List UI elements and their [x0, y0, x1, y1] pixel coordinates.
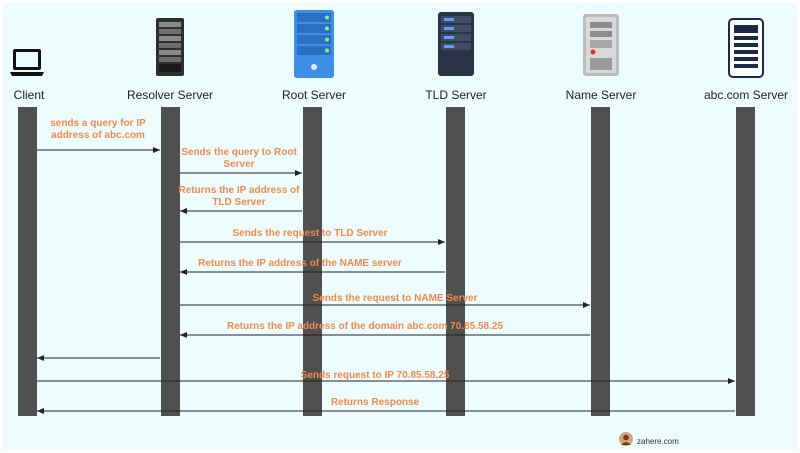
lifeline-abc [736, 107, 755, 416]
author-avatar-icon [619, 432, 633, 451]
lifeline-name [591, 107, 610, 416]
message-label-10: Returns Response [330, 397, 420, 408]
dark-server-icon [438, 12, 474, 81]
actor-label-tld: TLD Server [425, 88, 487, 102]
message-label-1: sends a query for IP address of abc.com [50, 118, 146, 141]
message-label-9: Sends request to IP 70.85.58.25 [300, 370, 450, 381]
tower-server-icon [583, 14, 619, 81]
actor-label-client: Client [13, 88, 45, 102]
message-label-2: Sends the query to Root Server [181, 147, 297, 170]
lifeline-root [303, 107, 322, 416]
lifeline-resolver [161, 107, 180, 416]
lifeline-tld [446, 107, 465, 416]
brand-text: zahere.com [637, 437, 679, 446]
blue-server-icon [294, 10, 334, 83]
diagram-background [3, 3, 797, 450]
actor-label-root: Root Server [281, 88, 347, 102]
actor-label-abc: abc.com Server [703, 88, 789, 102]
message-label-3: Returns the IP address of TLD Server [178, 185, 300, 208]
message-label-5: Returns the IP address of the NAME serve… [198, 258, 402, 269]
lifeline-client [18, 107, 37, 416]
actor-label-resolver: Resolver Server [126, 88, 214, 102]
web-server-icon [728, 18, 764, 83]
laptop-icon [10, 48, 46, 83]
message-label-6: Sends the request to NAME Server [312, 293, 478, 304]
brand-watermark: zahere.com [619, 432, 679, 451]
server-rack-icon [155, 18, 185, 81]
message-label-4: Sends the request to TLD Server [232, 228, 388, 239]
actor-label-name: Name Server [565, 88, 637, 102]
message-label-7: Returns the IP address of the domain abc… [226, 321, 504, 332]
